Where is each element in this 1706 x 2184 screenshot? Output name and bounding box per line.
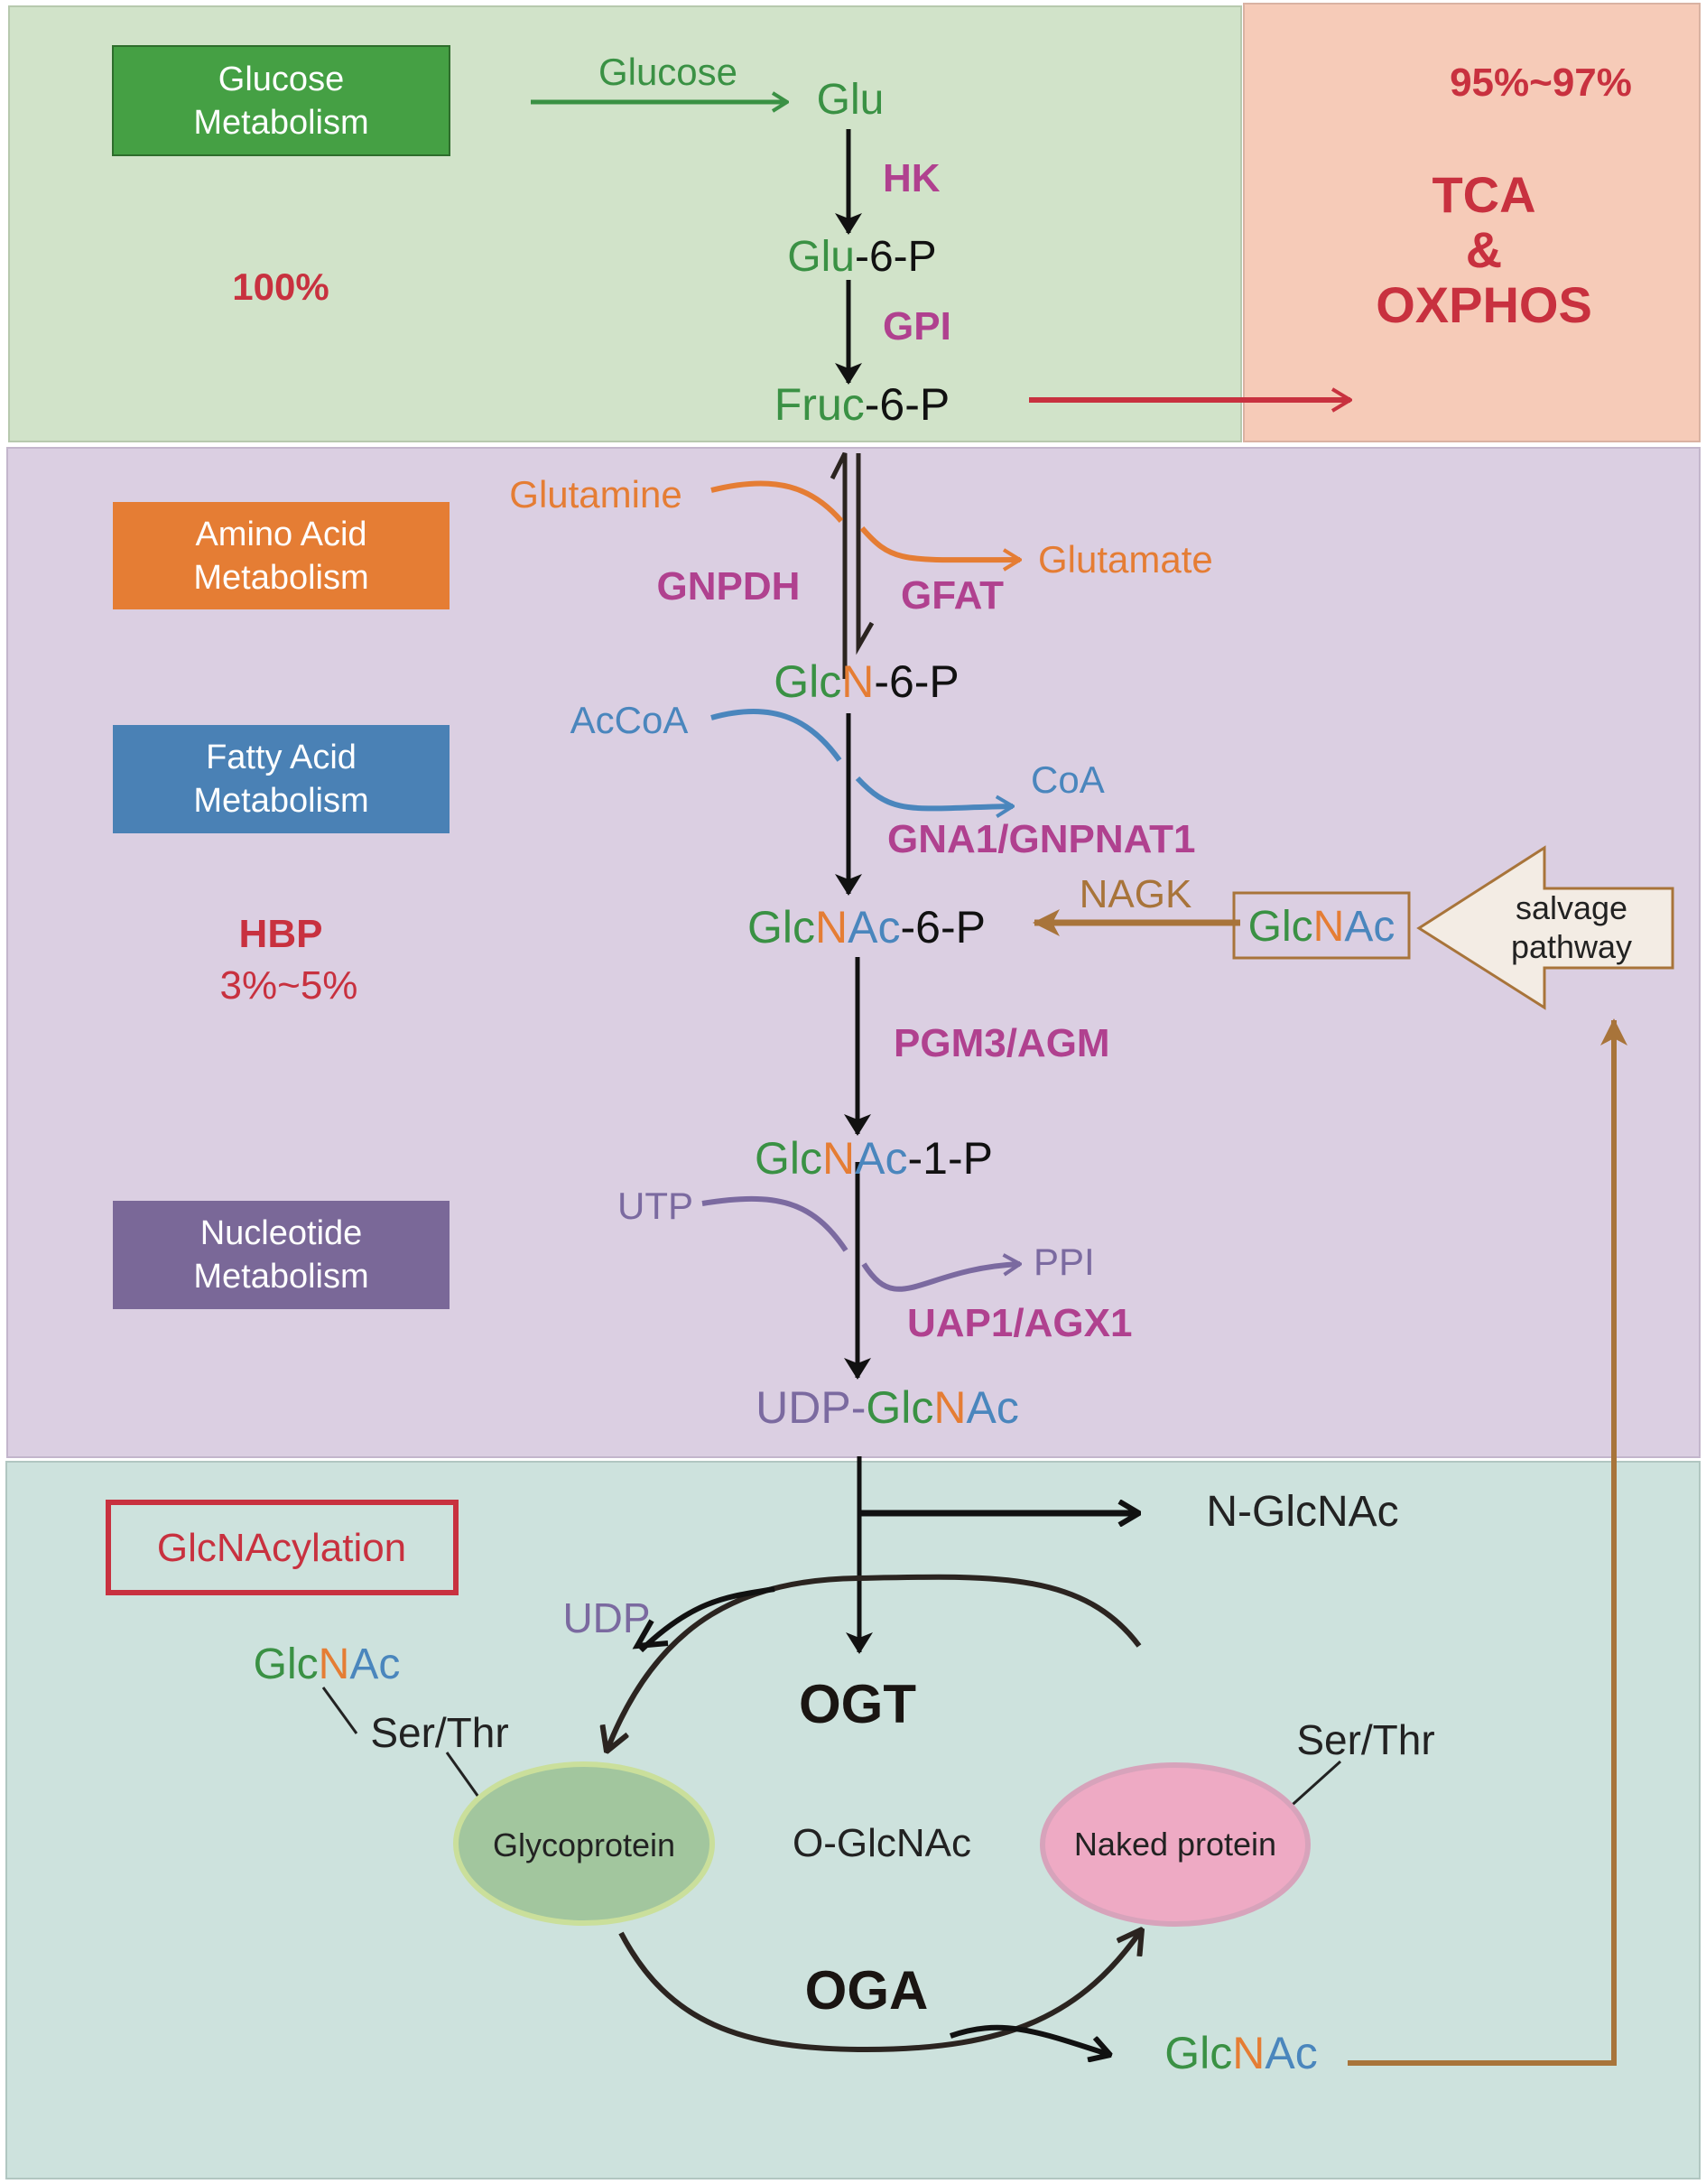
glucose-metabolism-line2: Metabolism xyxy=(193,103,369,142)
glcnac-salvage-box xyxy=(1232,891,1411,960)
hbp-title: HBP xyxy=(239,912,323,956)
oga-arc xyxy=(618,1929,1142,2053)
glu6p-label: Glu-6-P xyxy=(787,233,936,281)
tca-line1: TCA xyxy=(1432,166,1535,223)
oga-release-arrow xyxy=(950,2024,1110,2055)
glutamate-curve xyxy=(859,526,1020,560)
naked-protein-ellipse xyxy=(1040,1762,1311,1927)
o-glcnac-label: O-GlcNAc xyxy=(793,1821,971,1865)
ser-thr-right-label: Ser/Thr xyxy=(1296,1716,1434,1763)
utp-curve xyxy=(701,1196,848,1252)
gfat-arrow xyxy=(856,453,875,655)
tca-line2: & xyxy=(1466,221,1502,278)
glutamate-label: Glutamate xyxy=(1038,538,1213,581)
salvage-return-line xyxy=(1348,1018,1627,2066)
amino-acid-line1: Amino Acid xyxy=(195,515,367,553)
glcnacylation-label: GlcNAcylation xyxy=(157,1526,406,1570)
udpglcnac-label: UDP-GlcNAc xyxy=(756,1382,1019,1433)
glcnac6p-label: GlcNAc-6-P xyxy=(747,902,986,953)
nucleotide-line1: Nucleotide xyxy=(199,1214,363,1252)
pgm3-enzyme: PGM3/AGM xyxy=(894,1021,1110,1065)
naked-protein-label: Naked protein xyxy=(1074,1826,1276,1863)
nucleotide-line2: Metabolism xyxy=(193,1258,369,1296)
accoa-label: AcCoA xyxy=(570,699,689,741)
tca-section-bg xyxy=(1243,3,1701,442)
gnpdh-arrow xyxy=(830,451,848,679)
glcnacylation-box xyxy=(106,1500,459,1595)
tca-percent: 95%~97% xyxy=(1450,60,1632,105)
fruc6p-label: Fruc-6-P xyxy=(774,379,950,430)
hbp-percent: 3%~5% xyxy=(220,963,358,1008)
ser-thr-left-line xyxy=(445,1752,482,1800)
coa-curve xyxy=(855,776,1013,808)
glutamine-label: Glutamine xyxy=(509,473,681,516)
gnpdh-enzyme: GNPDH xyxy=(657,564,801,609)
salvage-line1: salvage xyxy=(1516,889,1627,926)
glcn6p-label: GlcN-6-P xyxy=(774,656,960,707)
udp-release-arrow xyxy=(638,1586,775,1653)
gna1-enzyme: GNA1/GNPNAT1 xyxy=(887,817,1195,861)
fatty-acid-line1: Fatty Acid xyxy=(206,739,357,776)
utp-label: UTP xyxy=(617,1185,693,1227)
ogt-arc xyxy=(607,1574,1142,1752)
glucose-metabolism-line1: Glucose xyxy=(218,60,345,98)
glycoprotein-ellipse xyxy=(453,1761,715,1926)
gpi-enzyme: GPI xyxy=(883,304,951,349)
glucose-metabolism-label: Glucose Metabolism xyxy=(113,46,450,155)
glucose-input-label: Glucose xyxy=(598,51,737,93)
oga-enzyme: OGA xyxy=(805,1960,929,2021)
nucleotide-metabolism-box xyxy=(113,1201,450,1309)
glcnac-left-label: GlcNAc xyxy=(254,1640,401,1688)
ser-thr-right-line xyxy=(1284,1760,1342,1812)
glu-label: Glu xyxy=(817,76,885,124)
nagk-enzyme: NAGK xyxy=(1080,872,1192,916)
glcnac-salvage-label: GlcNAc xyxy=(1248,903,1395,951)
amino-acid-line2: Metabolism xyxy=(193,558,369,597)
fatty-acid-line2: Metabolism xyxy=(193,782,369,820)
salvage-pathway-arrow xyxy=(1416,845,1674,1010)
coa-label: CoA xyxy=(1031,758,1105,801)
glutamine-curve xyxy=(710,480,844,523)
uap1-enzyme: UAP1/AGX1 xyxy=(907,1301,1132,1345)
accoa-curve xyxy=(710,709,842,762)
glucose-metabolism-box xyxy=(112,45,450,156)
udp-label: UDP xyxy=(562,1594,650,1641)
fatty-acid-metabolism-box xyxy=(113,725,450,833)
glcnac-bottom-label: GlcNAc xyxy=(1164,2028,1317,2078)
ppi-curve xyxy=(861,1264,1020,1292)
glycoprotein-label: Glycoprotein xyxy=(493,1826,675,1863)
ser-thr-left-label: Ser/Thr xyxy=(370,1709,508,1756)
salvage-line2: pathway xyxy=(1511,928,1632,965)
tca-line3: OXPHOS xyxy=(1376,276,1592,333)
gfat-enzyme: GFAT xyxy=(901,573,1004,618)
ppi-label: PPI xyxy=(1034,1241,1095,1283)
ogt-enzyme: OGT xyxy=(799,1674,916,1734)
udp-arrowhead xyxy=(632,1619,669,1650)
glucose-percent: 100% xyxy=(232,265,329,308)
glcnac1p-label: GlcNAc-1-P xyxy=(755,1133,993,1184)
amino-acid-metabolism-label: Amino Acid Metabolism xyxy=(113,502,450,609)
nucleotide-metabolism-label: Nucleotide Metabolism xyxy=(113,1201,450,1309)
glcnacylation-section-bg xyxy=(5,1461,1701,2179)
amino-acid-metabolism-box xyxy=(113,502,450,609)
n-glcnac-label: N-GlcNAc xyxy=(1206,1488,1398,1536)
hk-enzyme: HK xyxy=(883,156,941,200)
fatty-acid-metabolism-label: Fatty Acid Metabolism xyxy=(113,725,450,833)
glcnac-link-line xyxy=(321,1687,358,1734)
